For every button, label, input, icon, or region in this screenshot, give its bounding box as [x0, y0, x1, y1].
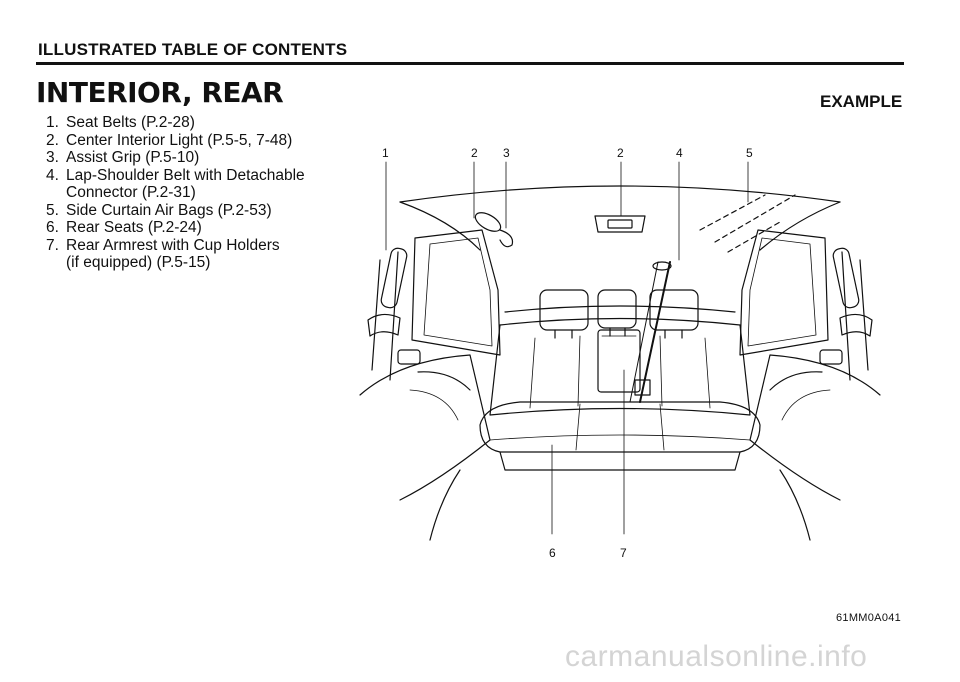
toc-item[interactable]: 2. Center Interior Light (P.5-5, 7-48) — [46, 132, 305, 150]
callout-4: 4 — [676, 146, 683, 160]
toc-text: Seat Belts (P.2-28) — [66, 114, 195, 131]
watermark: carmanualsonline.info — [565, 640, 868, 673]
section-header: ILLUSTRATED TABLE OF CONTENTS — [38, 40, 348, 59]
toc-item[interactable]: 6. Rear Seats (P.2-24) — [46, 219, 305, 237]
toc-text: Assist Grip (P.5-10) — [66, 149, 200, 166]
toc-number: 7. — [46, 236, 59, 254]
toc-text: Rear Armrest with Cup Holders (if equipp… — [66, 236, 280, 272]
toc-item[interactable]: 1. Seat Belts (P.2-28) — [46, 114, 305, 132]
toc-number: 1. — [46, 114, 59, 131]
figure-code: 61MM0A041 — [836, 612, 902, 624]
callout-1: 1 — [382, 146, 389, 160]
callout-6: 6 — [549, 546, 556, 560]
toc-number: 5. — [46, 201, 59, 219]
toc-number: 6. — [46, 219, 59, 236]
callout-2: 2 — [471, 146, 478, 160]
toc-text: Side Curtain Air Bags (P.2-53) — [66, 201, 272, 219]
toc-number: 2. — [46, 131, 59, 149]
toc-item[interactable]: 5. Side Curtain Air Bags (P.2-53) — [46, 202, 305, 220]
example-label: EXAMPLE — [820, 92, 903, 111]
toc-list: 1. Seat Belts (P.2-28) 2. Center Interior … — [46, 114, 305, 272]
toc-item[interactable]: 3. Assist Grip (P.5-10) — [46, 149, 305, 167]
toc-text: Center Interior Light (P.5-5, 7-48) — [66, 131, 293, 149]
page-title: INTERIOR, REAR — [36, 76, 284, 109]
toc-text: Rear Seats (P.2-24) — [66, 219, 202, 236]
callout-5: 5 — [746, 146, 753, 160]
rear-interior-illustration — [359, 161, 881, 541]
toc-item[interactable]: 7. Rear Armrest with Cup Holders (if equi… — [46, 237, 305, 272]
toc-item[interactable]: 4. Lap-Shoulder Belt with Detachable Conn… — [46, 167, 305, 202]
callout-3: 3 — [503, 146, 510, 160]
callout-7: 7 — [620, 546, 627, 560]
toc-number: 3. — [46, 149, 59, 166]
callout-2: 2 — [617, 146, 624, 160]
toc-number: 4. — [46, 166, 59, 184]
header-rule — [36, 62, 904, 65]
toc-text: Lap-Shoulder Belt with Detachable Connec… — [66, 166, 305, 202]
